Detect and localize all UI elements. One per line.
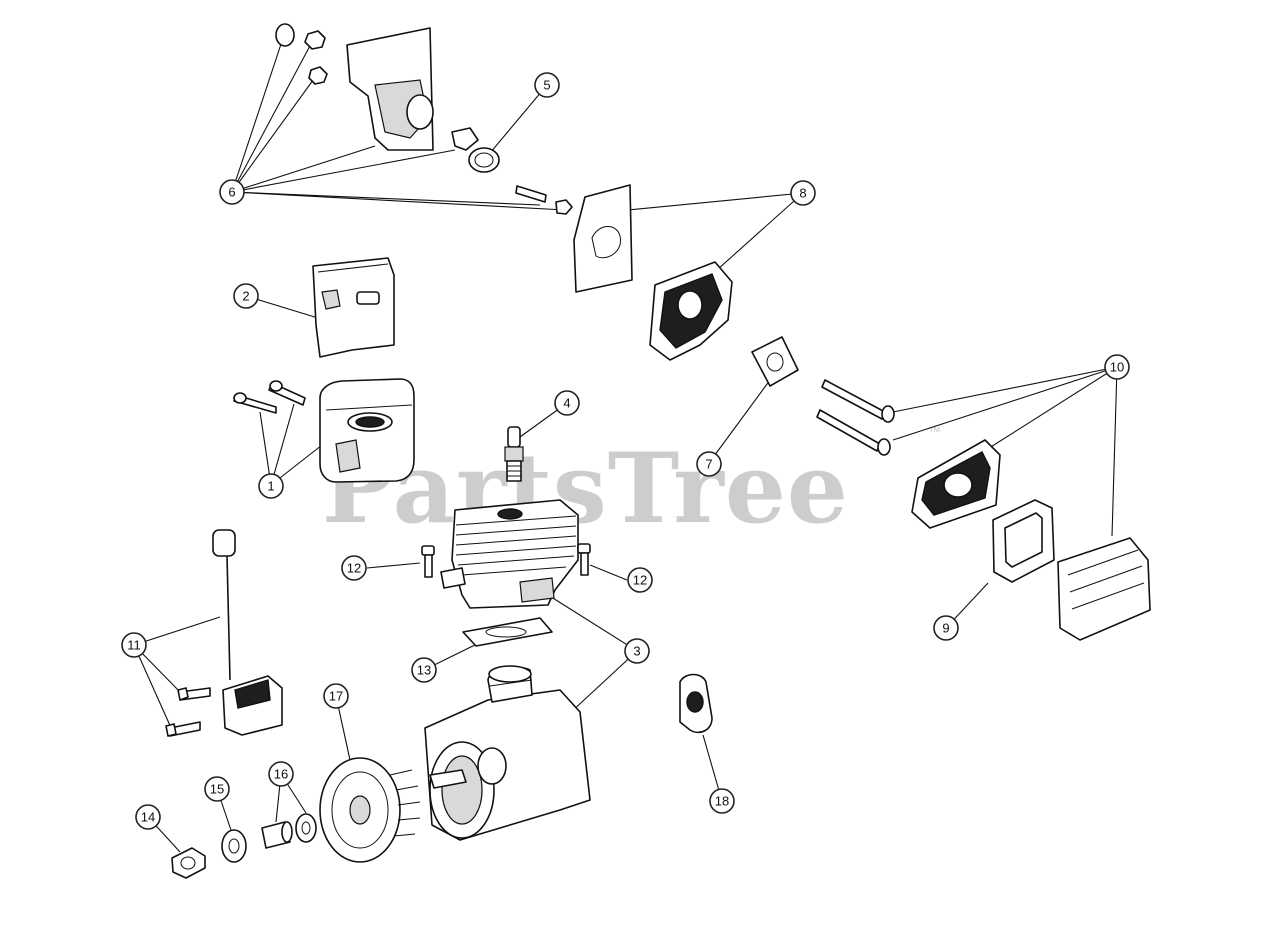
svg-text:9: 9 — [942, 621, 949, 636]
callout-2: 2 — [233, 283, 259, 309]
callout-16: 16 — [268, 761, 294, 787]
part-3-cylinder — [440, 499, 579, 609]
callout-6: 6 — [219, 179, 245, 205]
callout-13: 13 — [411, 657, 437, 683]
svg-text:4: 4 — [563, 396, 570, 411]
svg-text:7: 7 — [705, 457, 712, 472]
svg-text:12: 12 — [633, 573, 647, 588]
svg-text:3: 3 — [633, 644, 640, 659]
callout-10: 10 — [1104, 354, 1130, 380]
part-1-muffler — [233, 378, 415, 483]
svg-text:10: 10 — [1110, 360, 1124, 375]
svg-text:18: 18 — [715, 794, 729, 809]
callouts: 1 2 3 4 5 6 7 8 9 10 11 12 12 13 14 — [121, 72, 1130, 830]
callout-12-left: 12 — [341, 555, 367, 581]
callout-11: 11 — [121, 632, 147, 658]
svg-text:14: 14 — [141, 810, 155, 825]
part-18-module — [679, 673, 713, 734]
part-7-gasket — [751, 336, 799, 387]
part-10-air-filter-cover — [1057, 537, 1151, 641]
part-2-heat-shield — [312, 257, 395, 358]
svg-text:2: 2 — [242, 289, 249, 304]
svg-text:13: 13 — [417, 663, 431, 678]
callout-5: 5 — [534, 72, 560, 98]
callout-1: 1 — [258, 473, 284, 499]
part-6-hardware — [275, 23, 573, 215]
callout-18: 18 — [709, 788, 735, 814]
part-9-filter-element — [992, 499, 1055, 583]
svg-text:5: 5 — [543, 78, 550, 93]
svg-text:15: 15 — [210, 782, 224, 797]
callout-7: 7 — [696, 451, 722, 477]
svg-text:1: 1 — [267, 479, 274, 494]
part-4-spark-plug — [504, 426, 524, 482]
callout-12-right: 12 — [627, 567, 653, 593]
callout-17: 17 — [323, 683, 349, 709]
callout-3: 3 — [624, 638, 650, 664]
callout-15: 15 — [204, 776, 230, 802]
part-11-ignition-coil — [165, 529, 283, 737]
part-13-gasket — [462, 617, 553, 647]
part-5-gasket — [468, 147, 500, 173]
callout-14: 14 — [135, 804, 161, 830]
part-12-screws — [421, 543, 591, 578]
part-15-washer — [221, 829, 247, 863]
part-17-flywheel — [319, 757, 421, 863]
part-8-carburetor — [573, 184, 733, 361]
callout-4: 4 — [554, 390, 580, 416]
svg-text:16: 16 — [274, 767, 288, 782]
svg-text:6: 6 — [228, 185, 235, 200]
part-3-crankcase — [424, 665, 591, 841]
svg-text:12: 12 — [347, 561, 361, 576]
svg-text:8: 8 — [799, 186, 806, 201]
callout-8: 8 — [790, 180, 816, 206]
watermark: PartsTree ™ — [322, 424, 941, 545]
part-16-sleeve-washer — [261, 813, 317, 849]
svg-text:11: 11 — [127, 638, 141, 653]
callout-9: 9 — [933, 615, 959, 641]
svg-text:17: 17 — [329, 689, 343, 704]
part-14-nut — [171, 847, 206, 879]
part-10-air-filter-base — [816, 379, 1001, 529]
